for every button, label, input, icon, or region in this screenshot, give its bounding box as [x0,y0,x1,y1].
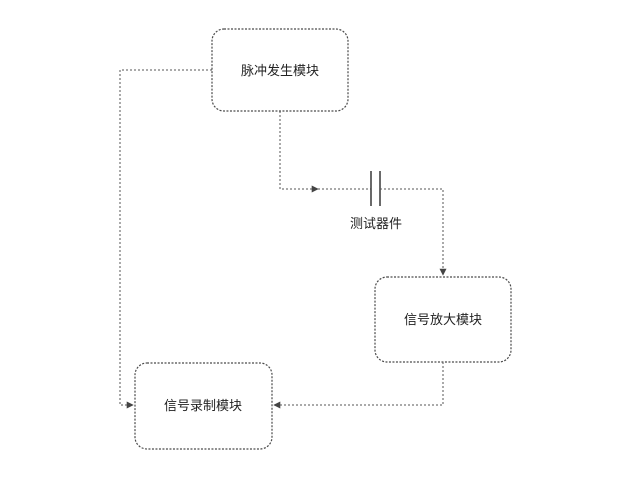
device-under-test-label: 测试器件 [350,217,402,232]
pulse-generator-label: 脉冲发生模块 [241,63,319,79]
wire-dut-to-amplifier [380,188,447,276]
wire-pulse-to-recorder [119,69,212,409]
amplifier-label: 信号放大模块 [404,313,482,328]
wire-pulse-to-dut [279,111,319,193]
amplifier-module: 信号放大模块 [374,276,512,363]
recorder-module: 信号录制模块 [134,362,273,450]
recorder-label: 信号录制模块 [164,399,242,414]
wire-amplifier-to-recorder [273,362,444,409]
capacitor-icon [370,171,381,206]
pulse-generator-module: 脉冲发生模块 [211,28,349,112]
